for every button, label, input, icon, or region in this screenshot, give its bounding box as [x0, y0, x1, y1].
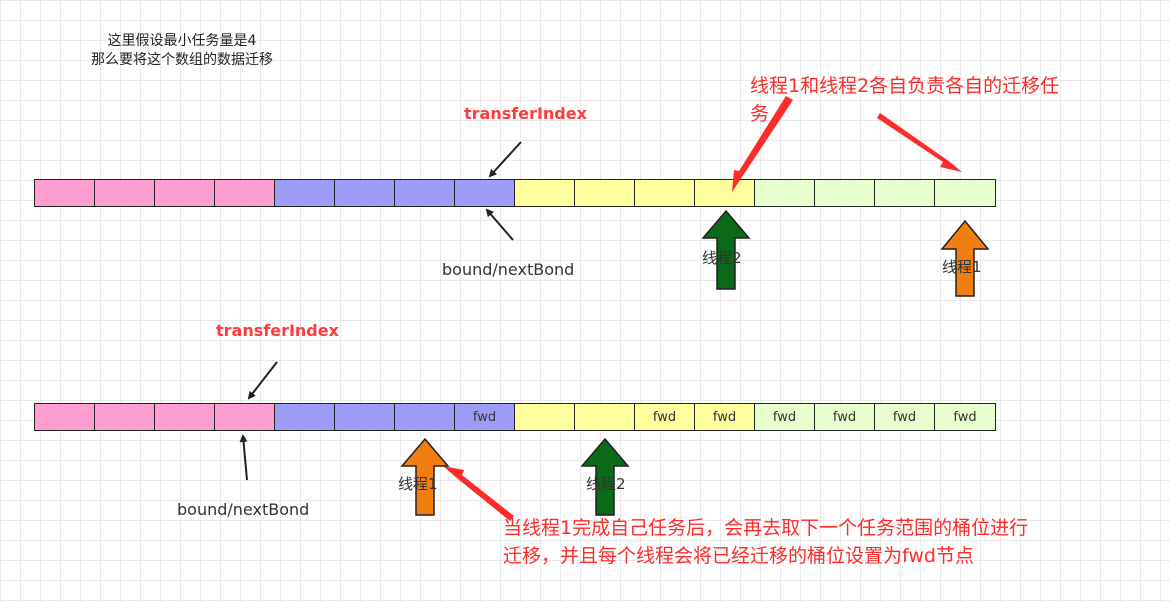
array-cell: [95, 180, 155, 206]
array-cell: [815, 180, 875, 206]
array-cell: [515, 404, 575, 430]
arrow-transfer-index-top: [488, 141, 522, 178]
transfer-index-label-bottom: transferIndex: [216, 321, 339, 340]
red-note-bottom-line2: 迁移，并且每个线程会将已经迁移的桶位设置为fwd节点: [503, 545, 974, 567]
thread2-arrow-top: [701, 209, 751, 290]
array-cell: [575, 180, 635, 206]
array-cell: [275, 404, 335, 430]
array-cell: fwd: [695, 404, 755, 430]
array-cell: [455, 180, 515, 206]
array-cell: [155, 180, 215, 206]
arrow-bound-top: [485, 208, 514, 241]
thread1-label-top: 线程1: [942, 258, 982, 276]
red-arrow-to-thread1: [877, 113, 962, 172]
red-arrow-bottom-to-thread1: [443, 466, 514, 521]
array-row-top: [34, 179, 996, 207]
array-cell: [275, 180, 335, 206]
thread1-label-bottom: 线程1: [398, 475, 438, 493]
array-cell: [695, 180, 755, 206]
red-arrow-to-thread2: [732, 96, 793, 192]
thread1-arrow-top: [940, 219, 990, 297]
array-cell: [875, 180, 935, 206]
array-cell: [215, 404, 275, 430]
array-cell: fwd: [875, 404, 935, 430]
thread2-arrow-bottom: [580, 437, 630, 516]
transfer-index-label-top: transferIndex: [464, 104, 587, 123]
red-note-bottom: 当线程1完成自己任务后，会再去取下一个任务范围的桶位进行 迁移，并且每个线程会将…: [503, 514, 1163, 570]
thread2-label-top: 线程2: [702, 249, 742, 267]
array-cell: [395, 404, 455, 430]
top-note-line1: 这里假设最小任务量是4: [107, 33, 257, 49]
bound-label-bottom: bound/nextBond: [177, 500, 310, 519]
array-cell: [335, 180, 395, 206]
array-cell: [155, 404, 215, 430]
array-cell: fwd: [935, 404, 995, 430]
array-cell: [215, 180, 275, 206]
arrow-transfer-index-bottom: [247, 361, 278, 400]
bound-label-top: bound/nextBond: [442, 260, 575, 279]
array-cell: [935, 180, 995, 206]
thread2-label-bottom: 线程2: [586, 475, 626, 493]
array-cell: [755, 180, 815, 206]
array-cell: [575, 404, 635, 430]
array-cell: fwd: [635, 404, 695, 430]
array-cell: [515, 180, 575, 206]
array-cell: [335, 404, 395, 430]
red-note-top-line2: 务: [750, 103, 770, 125]
red-note-bottom-line1: 当线程1完成自己任务后，会再去取下一个任务范围的桶位进行: [503, 517, 1029, 539]
array-cell: [95, 404, 155, 430]
red-note-top-line1: 线程1和线程2各自负责各自的迁移任: [750, 75, 1060, 97]
array-cell: fwd: [455, 404, 515, 430]
array-cell: [35, 180, 95, 206]
array-cell: [35, 404, 95, 430]
array-cell: [395, 180, 455, 206]
top-note: 这里假设最小任务量是4 那么要将这个数组的数据迁移: [62, 32, 302, 70]
array-cell: [635, 180, 695, 206]
array-cell: fwd: [755, 404, 815, 430]
arrow-bound-bottom: [239, 434, 248, 481]
red-note-top: 线程1和线程2各自负责各自的迁移任 务: [750, 72, 1150, 128]
top-note-line2: 那么要将这个数组的数据迁移: [91, 52, 273, 68]
array-cell: fwd: [815, 404, 875, 430]
thread1-arrow-bottom: [400, 437, 450, 516]
